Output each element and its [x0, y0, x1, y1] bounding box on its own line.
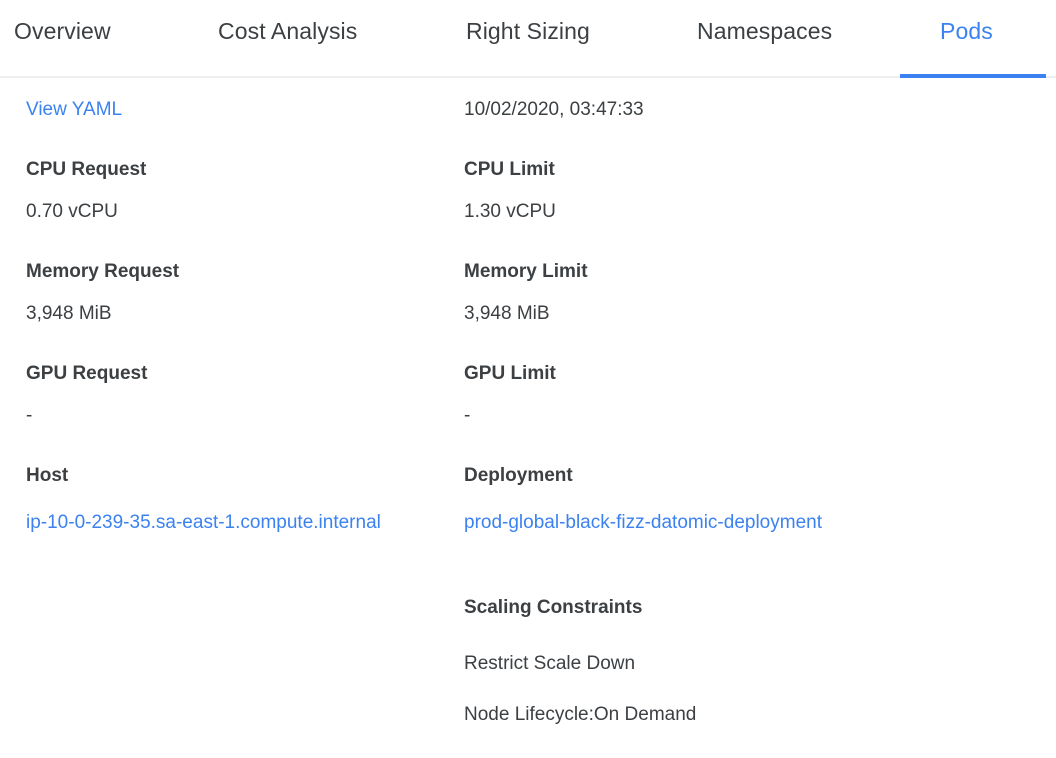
field-host: Host ip-10-0-239-35.sa-east-1.compute.in… [26, 464, 446, 539]
field-value: 3,948 MiB [26, 303, 112, 324]
scaling-constraints-heading: Scaling Constraints [464, 597, 643, 618]
constraint-restrict-scale-down: Restrict Scale Down [464, 653, 636, 674]
scaling-constraints-section: Scaling Constraints [464, 596, 884, 620]
tab-bar: Overview Cost Analysis Right Sizing Name… [0, 0, 1056, 78]
field-label: CPU Limit [464, 159, 555, 180]
field-cpu-limit: CPU Limit 1.30 vCPU [464, 158, 884, 224]
field-gpu-limit: GPU Limit - [464, 362, 884, 428]
deployment-link[interactable]: prod-global-black-fizz-datomic-deploymen… [464, 512, 822, 533]
field-label: Host [26, 465, 69, 486]
field-label: GPU Limit [464, 363, 556, 384]
tab-right-sizing[interactable]: Right Sizing [466, 18, 590, 44]
view-yaml-link[interactable]: View YAML [26, 99, 123, 120]
tab-namespaces[interactable]: Namespaces [697, 18, 833, 44]
field-value: 0.70 vCPU [26, 201, 118, 222]
tab-cost-analysis[interactable]: Cost Analysis [218, 18, 358, 44]
field-label: Memory Limit [464, 261, 588, 282]
pod-timestamp: 10/02/2020, 03:47:33 [464, 99, 644, 120]
host-link[interactable]: ip-10-0-239-35.sa-east-1.compute.interna… [26, 512, 381, 533]
field-value: - [464, 405, 471, 426]
field-memory-limit: Memory Limit 3,948 MiB [464, 260, 884, 326]
active-tab-underline [900, 74, 1046, 78]
field-label: GPU Request [26, 363, 148, 384]
constraint-node-lifecycle: Node Lifecycle:On Demand [464, 704, 697, 725]
field-gpu-request: GPU Request - [26, 362, 446, 428]
field-value: - [26, 405, 33, 426]
field-memory-request: Memory Request 3,948 MiB [26, 260, 446, 326]
field-deployment: Deployment prod-global-black-fizz-datomi… [464, 464, 884, 539]
field-label: Memory Request [26, 261, 180, 282]
field-label: CPU Request [26, 159, 147, 180]
field-value: 1.30 vCPU [464, 201, 556, 222]
tab-pods[interactable]: Pods [940, 18, 993, 44]
field-value: 3,948 MiB [464, 303, 550, 324]
field-cpu-request: CPU Request 0.70 vCPU [26, 158, 446, 224]
field-label: Deployment [464, 465, 573, 486]
tab-overview[interactable]: Overview [14, 18, 111, 44]
